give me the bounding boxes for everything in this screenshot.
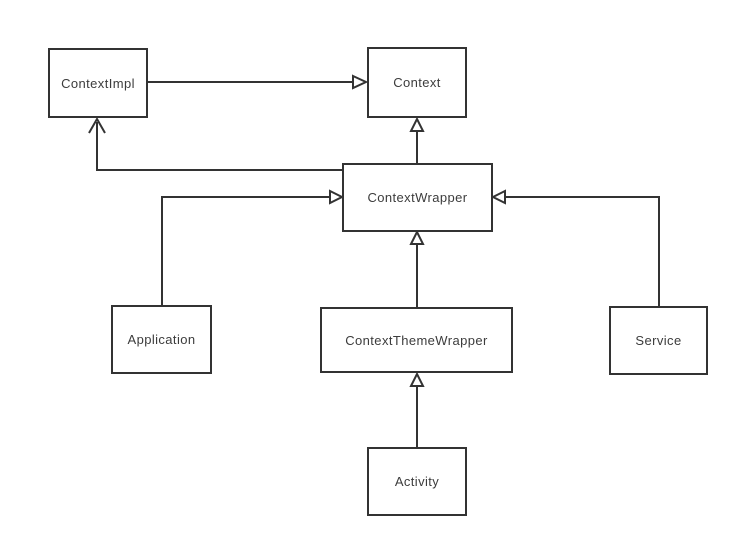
node-context-label: Context [393, 75, 441, 90]
hollow-triangle-arrowhead-icon [409, 371, 425, 387]
node-contextthemewrapper: ContextThemeWrapper [320, 307, 513, 373]
edge-contextimpl-to-context [148, 74, 369, 90]
node-context: Context [367, 47, 467, 118]
edge-activity-to-contextthemewrapper [409, 371, 425, 447]
node-service: Service [609, 306, 708, 375]
edge-service-to-contextwrapper [490, 189, 660, 306]
edge-application-to-contextwrapper [161, 189, 345, 305]
node-contextimpl-label: ContextImpl [61, 75, 135, 91]
node-contextwrapper: ContextWrapper [342, 163, 493, 232]
node-contextimpl: ContextImpl [48, 48, 148, 118]
node-activity-label: Activity [394, 474, 440, 489]
hollow-triangle-arrowhead-icon [490, 189, 506, 205]
hollow-triangle-arrowhead-icon [329, 189, 345, 205]
node-activity: Activity [367, 447, 467, 516]
hollow-triangle-arrowhead-icon [409, 116, 425, 132]
node-application: Application [111, 305, 212, 374]
edge-contextwrapper-to-contextimpl [88, 116, 342, 171]
edge-contextwrapper-to-context [409, 116, 425, 163]
open-v-arrowhead-icon [88, 116, 106, 134]
node-application-label: Application [127, 332, 196, 347]
hollow-triangle-arrowhead-icon [352, 74, 369, 90]
node-contextwrapper-label: ContextWrapper [367, 190, 468, 205]
edge-contextthemewrapper-to-contextwrapper [409, 229, 425, 307]
hollow-triangle-arrowhead-icon [409, 229, 425, 245]
node-contextthemewrapper-label: ContextThemeWrapper [345, 332, 488, 348]
node-service-label: Service [635, 333, 682, 348]
